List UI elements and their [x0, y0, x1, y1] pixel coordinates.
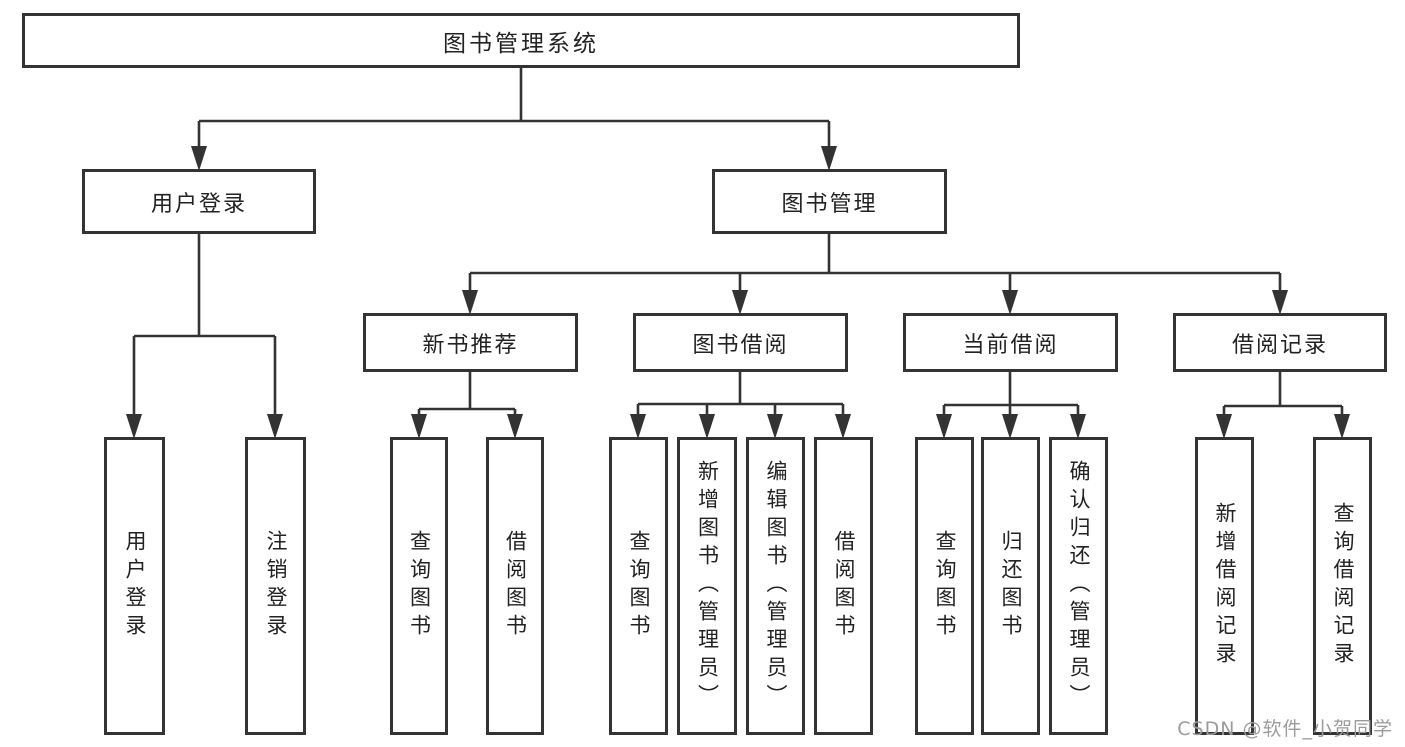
node-library-management-system: 图书管理系统 — [22, 13, 1020, 68]
leaf-label: 借阅图书 — [832, 530, 856, 642]
watermark: CSDN @软件_小贺同学 — [1177, 718, 1393, 740]
leaf-label: 查询图书 — [627, 530, 651, 642]
edge-user-login-children — [132, 234, 277, 415]
leaf-label: 用户登录 — [123, 530, 147, 642]
node-book-management: 图书管理 — [712, 169, 947, 234]
leaf-label: 确认归还（管理员） — [1067, 460, 1091, 712]
node-borrow-records: 借阅记录 — [1173, 313, 1387, 372]
leaf-label: 借阅图书 — [503, 530, 528, 642]
leaf-borrow-books-1: 借阅图书 — [486, 437, 544, 735]
leaf-query-books-2: 查询图书 — [609, 437, 668, 735]
leaf-label: 查询图书 — [933, 530, 957, 642]
leaf-confirm-return-admin: 确认归还（管理员） — [1049, 437, 1108, 735]
node-book-borrow: 图书借阅 — [633, 313, 848, 372]
edge-book-management-children — [468, 234, 1282, 291]
leaf-logout: 注销登录 — [245, 437, 306, 735]
leaf-query-books-3: 查询图书 — [915, 437, 974, 735]
node-current-borrow: 当前借阅 — [903, 313, 1118, 372]
leaf-add-borrow-record: 新增借阅记录 — [1195, 437, 1254, 735]
leaf-query-books-1: 查询图书 — [390, 437, 448, 735]
leaf-query-borrow-record: 查询借阅记录 — [1313, 437, 1372, 735]
leaf-label: 查询借阅记录 — [1331, 502, 1355, 670]
edge-borrow-records-children — [1222, 372, 1344, 415]
edge-root-to-level1 — [197, 68, 831, 147]
leaf-return-books: 归还图书 — [981, 437, 1040, 735]
edge-current-borrow-children — [942, 372, 1080, 415]
leaf-label: 新增借阅记录 — [1213, 502, 1237, 670]
node-new-book-recommend: 新书推荐 — [363, 313, 578, 372]
leaf-label: 新增图书（管理员） — [695, 460, 720, 712]
leaf-label: 编辑图书（管理员） — [764, 460, 788, 712]
leaf-add-books-admin: 新增图书（管理员） — [677, 437, 737, 735]
leaf-label: 查询图书 — [407, 530, 432, 642]
leaf-edit-books-admin: 编辑图书（管理员） — [746, 437, 805, 735]
leaf-label: 归还图书 — [999, 530, 1023, 642]
edge-book-borrow-children — [636, 372, 845, 415]
edge-new-book-recommend-children — [417, 372, 517, 415]
node-user-login: 用户登录 — [82, 169, 316, 234]
leaf-borrow-books-2: 借阅图书 — [814, 437, 873, 735]
leaf-user-login: 用户登录 — [104, 437, 165, 735]
leaf-label: 注销登录 — [264, 530, 288, 642]
